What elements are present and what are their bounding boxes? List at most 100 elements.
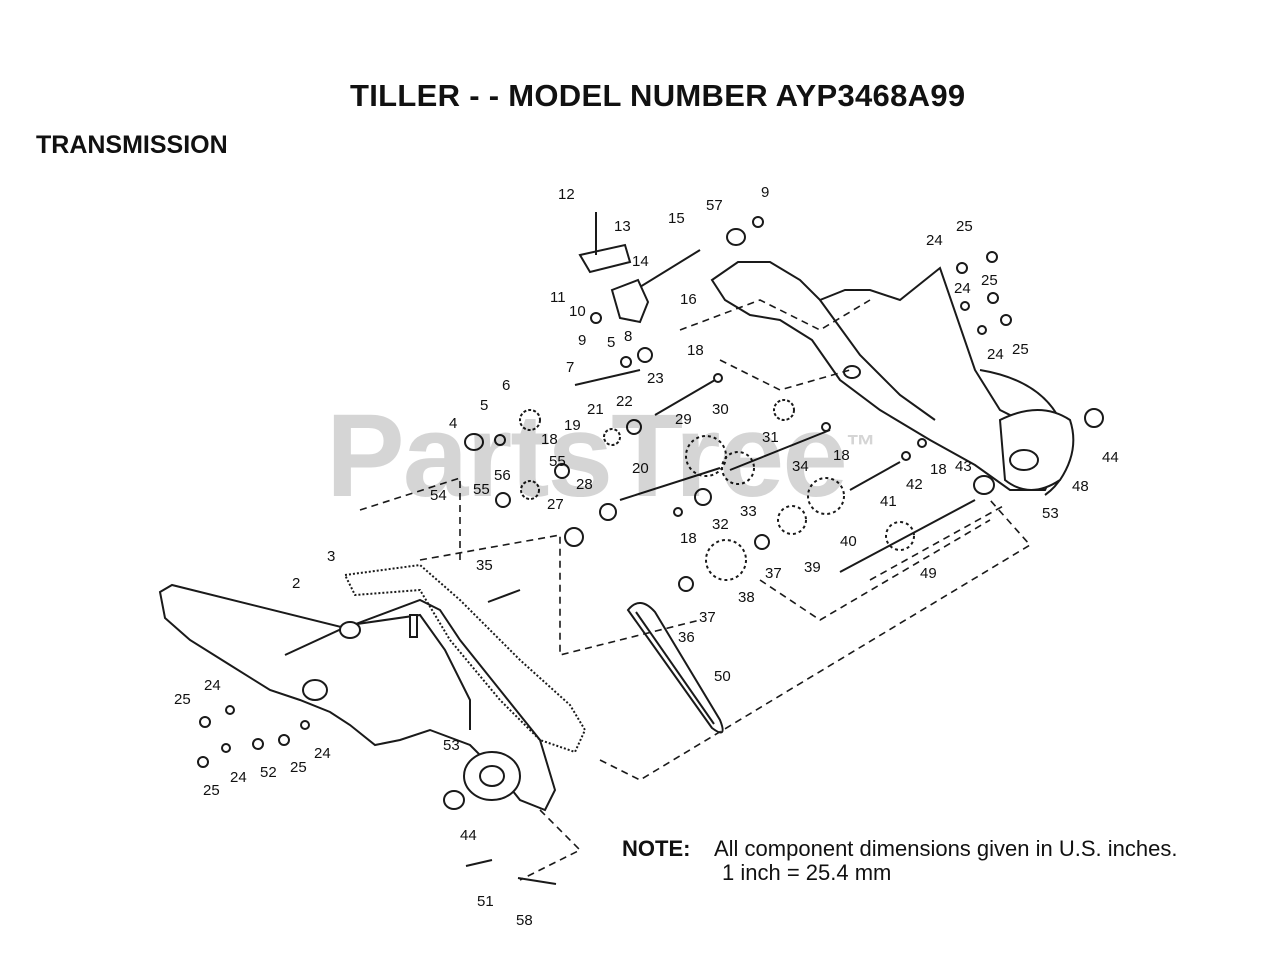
bushing-37a [754, 534, 770, 550]
callout-30: 30 [712, 401, 729, 418]
sprocket-33 [721, 451, 755, 485]
callout-10: 10 [569, 303, 586, 320]
bushing-37b [678, 576, 694, 592]
callout-50: 50 [714, 668, 731, 685]
shift-bracket-13 [578, 243, 632, 274]
sprocket-40 [807, 477, 845, 515]
callout-18c: 18 [833, 447, 850, 464]
callout-32: 32 [712, 516, 729, 533]
gear-31 [773, 399, 795, 421]
callout-56: 56 [494, 467, 511, 484]
watermark-trademark: ™ [845, 429, 876, 463]
callout-25a: 25 [956, 218, 973, 235]
callout-57: 57 [706, 197, 723, 214]
section-heading: TRANSMISSION [36, 131, 228, 159]
watermark-text: PartsTree [326, 390, 848, 522]
callout-18d: 18 [680, 530, 697, 547]
callout-44a: 44 [1102, 449, 1119, 466]
callout-58: 58 [516, 912, 533, 929]
callout-41: 41 [880, 493, 897, 510]
washer-5 [494, 434, 506, 446]
callout-49: 49 [920, 565, 937, 582]
callout-53a: 53 [1042, 505, 1059, 522]
callout-5a: 5 [607, 334, 615, 351]
gear-6 [519, 409, 541, 431]
shaft-16 [634, 249, 701, 291]
note-line-2: 1 inch = 25.4 mm [722, 860, 892, 885]
shaft-49 [839, 499, 976, 573]
callout-11: 11 [550, 289, 566, 306]
washer-9a [752, 216, 764, 228]
bushing-44-right [1084, 408, 1104, 428]
callout-9b: 9 [578, 332, 586, 349]
assembly-lines [359, 299, 1032, 881]
washer-5b [620, 356, 632, 368]
bushing-55a [554, 463, 570, 479]
bushing-57 [726, 228, 746, 246]
callout-53b: 53 [443, 737, 460, 754]
bushing-27 [564, 527, 584, 547]
callout-24f: 24 [314, 745, 331, 762]
right-housing-flange [819, 299, 936, 421]
dimension-note: NOTE: All component dimensions given in U… [622, 836, 1178, 885]
callout-42: 42 [906, 476, 923, 493]
hub-53-left-inner [479, 765, 505, 787]
note-line-1: All component dimensions given in U.S. i… [714, 836, 1178, 861]
fasteners-left [197, 589, 557, 885]
sprocket-39 [777, 505, 807, 535]
callout-29: 29 [675, 411, 692, 428]
callout-20: 20 [632, 460, 649, 477]
callout-19: 19 [564, 417, 581, 434]
drive-chain-inner [635, 611, 715, 725]
callout-23: 23 [647, 370, 664, 387]
gear-21 [603, 428, 621, 446]
callout-34: 34 [792, 458, 809, 475]
callout-labels: 12 13 15 57 9 14 11 10 9 16 8 5 7 18 23 … [174, 184, 1119, 929]
callout-24d: 24 [204, 677, 221, 694]
callout-31: 31 [762, 429, 779, 446]
right-end-cover [998, 409, 1075, 491]
shaft-34 [729, 429, 831, 471]
bushing-8 [637, 347, 653, 363]
bushing-55b [495, 492, 511, 508]
housing-slot [409, 614, 418, 638]
drive-chain-part [626, 602, 724, 734]
callout-37a: 37 [765, 565, 782, 582]
callout-24c: 24 [987, 346, 1004, 363]
callout-44b: 44 [460, 827, 477, 844]
callout-18b: 18 [541, 431, 558, 448]
callout-3: 3 [327, 548, 335, 565]
callout-18e: 18 [930, 461, 947, 478]
housing-bore-right [843, 365, 861, 379]
shaft-23 [654, 379, 716, 416]
bushing-43 [973, 475, 995, 495]
callout-18a: 18 [687, 342, 704, 359]
callout-7: 7 [566, 359, 574, 376]
callout-25e: 25 [203, 782, 220, 799]
callout-16: 16 [680, 291, 697, 308]
callout-8: 8 [624, 328, 632, 345]
callout-25c: 25 [1012, 341, 1029, 358]
callout-27: 27 [547, 496, 564, 513]
gasket-part [343, 563, 587, 754]
callout-54: 54 [430, 487, 447, 504]
shaft-41 [849, 461, 901, 491]
callout-24b: 24 [954, 280, 971, 297]
callout-14: 14 [632, 253, 649, 270]
gear-56 [520, 480, 540, 500]
note-label: NOTE: [622, 836, 691, 861]
callout-6: 6 [502, 377, 510, 394]
watermark: PartsTree™ [326, 388, 876, 524]
callout-48: 48 [1072, 478, 1089, 495]
bushing-4 [464, 433, 484, 451]
callout-51: 51 [477, 893, 494, 910]
shaft-20 [619, 467, 721, 501]
callout-21: 21 [587, 401, 604, 418]
housing-bore-upper [339, 621, 361, 639]
callout-25f: 25 [290, 759, 307, 776]
callout-22: 22 [616, 393, 633, 410]
shift-fork-14 [610, 278, 650, 324]
callout-5b: 5 [480, 397, 488, 414]
